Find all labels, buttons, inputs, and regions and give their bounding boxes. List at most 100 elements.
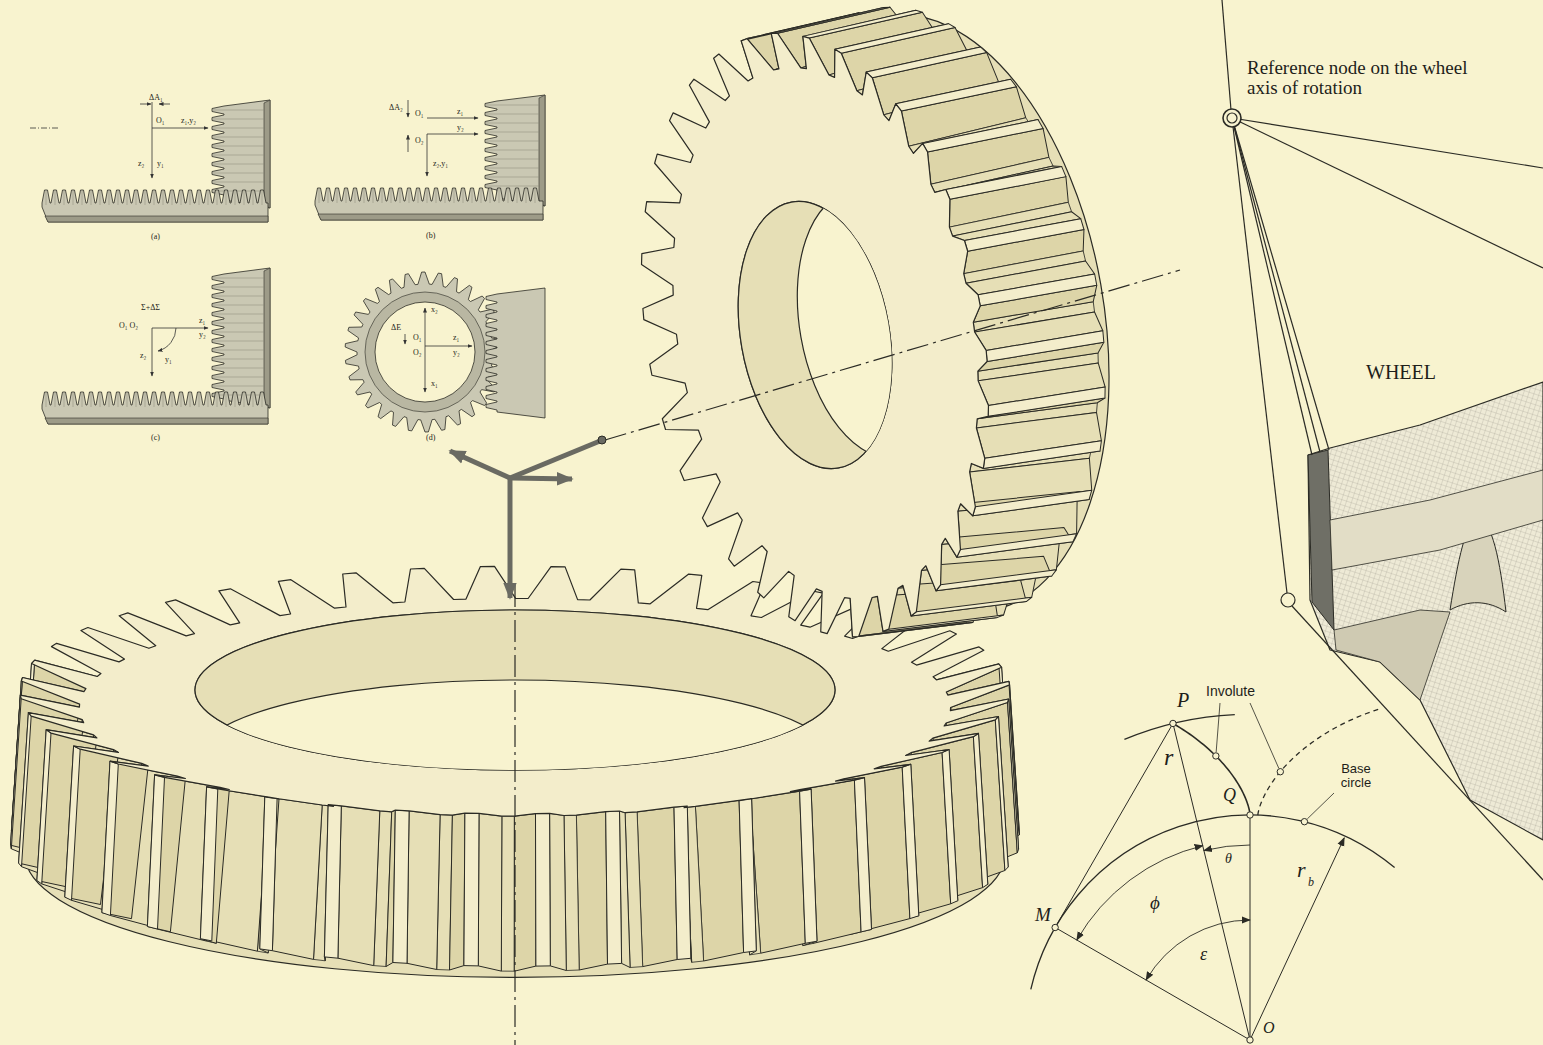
tooth-land — [956, 529, 1078, 562]
tooth-land — [674, 806, 691, 960]
axis-label: O₁ O₂ — [118, 322, 139, 330]
tooth-edge — [382, 188, 383, 203]
tooth-land — [986, 385, 1107, 418]
axis-label: ΔE — [390, 324, 402, 332]
tooth-land — [865, 46, 987, 79]
tooth-edge — [73, 392, 74, 407]
dimension-label: r — [1296, 858, 1307, 881]
triad-arrow — [508, 478, 513, 598]
axis-label: O₂ — [414, 137, 425, 145]
tooth-edge — [91, 190, 92, 205]
tooth-edge — [212, 332, 264, 333]
tooth-land — [854, 778, 871, 932]
tooth-flank — [147, 775, 185, 932]
figure-label: (c) — [150, 434, 161, 442]
tooth-edge — [217, 392, 218, 407]
tooth-land — [978, 274, 1097, 306]
triad-arrow — [512, 478, 572, 479]
tooth-land — [102, 761, 118, 915]
tooth-edge — [212, 296, 264, 297]
tooth-land — [200, 787, 217, 941]
axis-line — [427, 134, 428, 176]
rotation-axis — [1222, 0, 1231, 110]
tooth-edge — [427, 188, 428, 203]
tooth-edge — [517, 188, 518, 203]
tooth-edge — [463, 188, 464, 203]
bore-opening-shape — [778, 179, 971, 471]
radius-line — [1055, 928, 1250, 1041]
tooth-edge — [109, 190, 110, 205]
fe-model — [1222, 0, 1543, 880]
tooth-edge — [73, 190, 74, 205]
tooth-edge — [481, 188, 482, 203]
gear-strip — [486, 288, 545, 418]
tooth-land — [464, 813, 479, 966]
tooth-land — [942, 750, 958, 904]
base-radius — [1250, 838, 1344, 1040]
radius-line — [1250, 815, 1251, 1040]
tooth-edge — [212, 137, 264, 138]
wheel-mesh — [1308, 382, 1543, 840]
tooth-edge — [212, 368, 264, 369]
tooth-gap — [739, 799, 760, 955]
coupling-node — [1281, 593, 1295, 607]
axis-line — [159, 104, 170, 105]
axis-label: y₁ — [156, 160, 165, 168]
axis-label: O₁ — [155, 117, 166, 125]
tooth-edge — [212, 359, 264, 360]
tooth-edge — [212, 341, 264, 342]
tooth-edge — [212, 305, 264, 306]
tooth-land — [982, 438, 1104, 472]
axis-line — [408, 135, 409, 152]
tooth-edge — [346, 188, 347, 203]
tooth-edge — [100, 190, 101, 205]
mesh-zone — [1334, 610, 1450, 700]
coupling-line — [1232, 118, 1329, 450]
tangent-line — [1055, 723, 1173, 927]
tooth-edge — [109, 392, 110, 407]
mesh-zone — [1330, 470, 1543, 570]
tooth-edge — [485, 150, 539, 151]
point-marker — [1247, 1037, 1253, 1043]
tooth-edge — [485, 123, 539, 124]
reference-node-inner — [1227, 113, 1237, 123]
gear-strip-side — [318, 214, 543, 220]
tooth-edge — [100, 392, 101, 407]
curve-label: Involute — [1205, 684, 1256, 699]
tooth-land — [800, 789, 817, 943]
tooth-edge — [485, 168, 539, 169]
tooth-edge — [212, 182, 264, 183]
tooth-edge — [235, 392, 236, 407]
tooth-land — [37, 730, 51, 884]
axis-label: O₁ — [412, 334, 423, 342]
part-name: WHEEL — [1365, 362, 1437, 383]
axis-label: ΔA₂ — [388, 104, 404, 112]
tooth-flank — [637, 807, 677, 966]
axis-label: O₁ — [414, 110, 425, 118]
tooth-edge — [253, 392, 254, 407]
tooth-edge — [499, 188, 500, 203]
leader-line — [1307, 793, 1334, 819]
gear-strip-side — [539, 95, 545, 206]
tooth-edge — [82, 190, 83, 205]
base-circle — [1031, 815, 1395, 989]
tooth-land — [911, 592, 1033, 622]
dimension-label: r — [1163, 745, 1174, 770]
tooth-edge — [212, 287, 264, 288]
tooth-land — [971, 486, 1093, 520]
angle-arc — [1077, 846, 1203, 940]
tooth-edge — [190, 190, 191, 205]
tooth-edge — [485, 186, 539, 187]
subscript-label: b — [1307, 876, 1315, 889]
axis-label: z₁ — [452, 334, 460, 342]
point-marker — [1277, 769, 1283, 775]
tooth-land — [834, 23, 956, 54]
tooth-edge — [212, 314, 264, 315]
axis-line — [30, 128, 60, 129]
tooth-edge — [145, 190, 146, 205]
gear-ring — [345, 272, 505, 432]
axis-label: z₂ — [139, 352, 147, 360]
tooth-edge — [91, 392, 92, 407]
axis-label: y₂ — [456, 124, 465, 132]
reference-node — [1223, 109, 1241, 127]
